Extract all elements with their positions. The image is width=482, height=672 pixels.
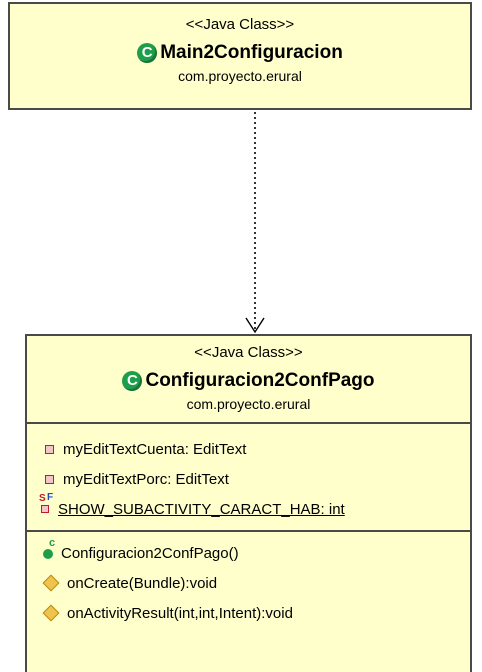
static-final-field-icon: S F xyxy=(39,492,58,519)
class-header: <<Java Class>> C Main2Configuracion com.… xyxy=(10,4,470,88)
static-marker: S xyxy=(39,493,46,504)
field-text: myEditTextPorc: EditText xyxy=(63,470,229,488)
class-name-text: Main2Configuracion xyxy=(160,42,343,63)
field-text: SHOW_SUBACTIVITY_CARACT_HAB: int xyxy=(58,500,345,518)
stereotype-label: <<Java Class>> xyxy=(194,344,303,361)
constructor-icon: c xyxy=(43,537,57,563)
field-row[interactable]: S F SHOW_SUBACTIVITY_CARACT_HAB: int xyxy=(27,492,470,524)
class-name: C Main2Configuracion xyxy=(10,38,470,68)
package-label: com.proyecto.erural xyxy=(178,68,302,84)
class-box-main2configuracion[interactable]: <<Java Class>> C Main2Configuracion com.… xyxy=(8,2,472,110)
private-field-icon xyxy=(45,444,54,454)
constructor-dot xyxy=(43,549,53,559)
protected-method-icon xyxy=(42,604,60,622)
final-marker: F xyxy=(47,492,54,503)
method-text: onCreate(Bundle):void xyxy=(67,574,218,592)
private-square xyxy=(41,505,49,513)
private-field-icon xyxy=(45,474,54,484)
class-box-configuracion2confpago[interactable]: <<Java Class>> C Configuracion2ConfPago … xyxy=(25,334,472,672)
field-row[interactable]: myEditTextPorc: EditText xyxy=(27,464,470,494)
method-text: Configuracion2ConfPago() xyxy=(61,544,239,562)
class-name: C Configuracion2ConfPago xyxy=(27,366,470,396)
class-name-text: Configuracion2ConfPago xyxy=(145,370,375,391)
class-header: <<Java Class>> C Configuracion2ConfPago … xyxy=(27,336,470,422)
method-row[interactable]: c Configuracion2ConfPago() xyxy=(27,537,470,568)
method-text: onActivityResult(int,int,Intent):void xyxy=(67,604,293,622)
package-label: com.proyecto.erural xyxy=(186,396,311,412)
stereotype-label: <<Java Class>> xyxy=(185,16,295,33)
protected-method-icon xyxy=(42,574,60,592)
class-icon: C xyxy=(122,371,143,391)
fields-section: myEditTextCuenta: EditText myEditTextPor… xyxy=(27,422,470,524)
class-icon: C xyxy=(137,43,158,63)
field-text: myEditTextCuenta: EditText xyxy=(63,440,247,458)
constructor-marker: c xyxy=(49,537,56,549)
method-row[interactable]: onCreate(Bundle):void xyxy=(27,568,470,598)
method-row[interactable]: onActivityResult(int,int,Intent):void xyxy=(27,598,470,628)
methods-section: c Configuracion2ConfPago() onCreate(Bund… xyxy=(27,530,470,632)
dependency-arrowhead xyxy=(245,317,265,334)
field-row[interactable]: myEditTextCuenta: EditText xyxy=(27,434,470,464)
